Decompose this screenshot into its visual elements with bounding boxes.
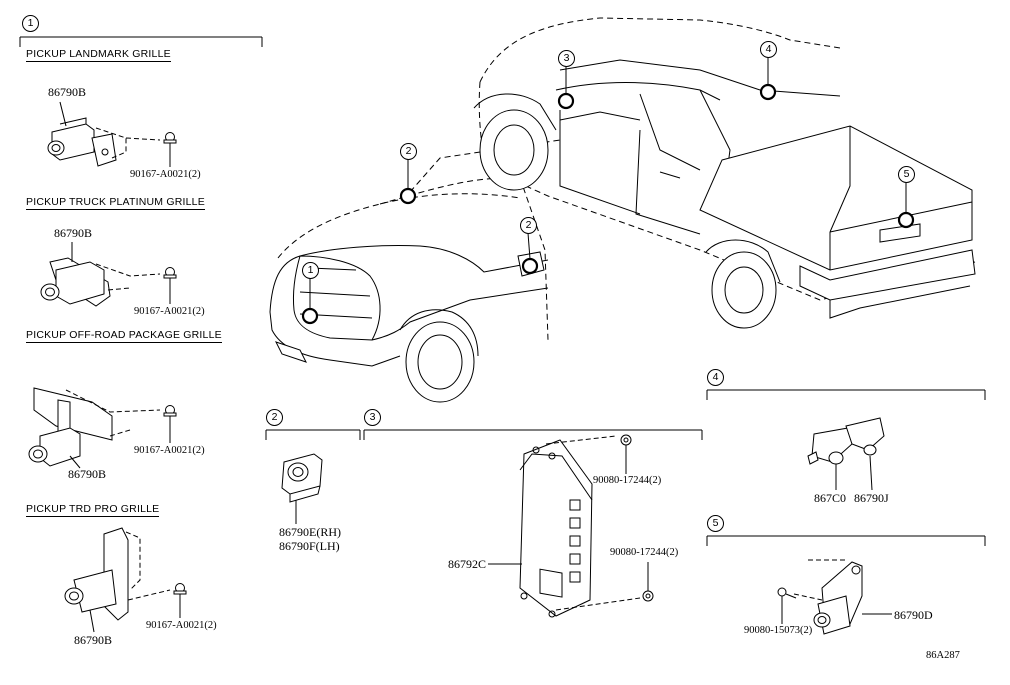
leader-rear	[793, 559, 848, 601]
section-number-1: 1	[22, 15, 39, 32]
section-5-bracket	[706, 535, 986, 546]
part-label-camera-platinum[interactable]: 86790B	[54, 226, 93, 240]
camera-platinum-drawing	[40, 242, 111, 307]
header-offroad-grille: PICKUP OFF-ROAD PACKAGE GRILLE	[26, 329, 222, 343]
leader-platinum	[95, 263, 161, 291]
bolt-landmark	[163, 132, 177, 167]
section-number-5: 5	[707, 515, 724, 532]
part-label-camera-trdpro[interactable]: 86790B	[74, 633, 113, 647]
nut-top	[620, 434, 632, 474]
rear-camera-drawing	[813, 561, 892, 635]
bolt-offroad	[163, 405, 177, 443]
part-label-bolt-offroad[interactable]: 90167-A0021(2)	[134, 445, 205, 456]
vehicle-callout-1: 1	[302, 262, 319, 279]
vehicle-callout-4: 4	[760, 41, 777, 58]
header-landmark-grille: PICKUP LANDMARK GRILLE	[26, 48, 171, 62]
vehicle-callout-5: 5	[898, 166, 915, 183]
bolt-trdpro	[173, 583, 187, 618]
header-trdpro-grille: PICKUP TRD PRO GRILLE	[26, 503, 160, 517]
part-label-nut-bottom[interactable]: 90080-17244(2)	[610, 547, 679, 558]
part-label-bolt-platinum[interactable]: 90167-A0021(2)	[134, 306, 205, 317]
part-label-camera-offroad[interactable]: 86790B	[68, 467, 107, 481]
leader-trdpro	[125, 531, 171, 601]
section-2-bracket	[265, 429, 361, 440]
bolt-platinum	[163, 267, 177, 304]
section-number-3: 3	[364, 409, 381, 426]
part-label-side-camera-rh[interactable]: 86790E(RH)	[279, 525, 341, 539]
ecu-drawing	[488, 439, 593, 618]
rear-screw	[777, 587, 797, 624]
vehicle-callout-2-mirror: 2	[520, 217, 537, 234]
part-label-nut-top[interactable]: 90080-17244(2)	[593, 475, 662, 486]
vehicle-callout-2-windshield: 2	[400, 143, 417, 160]
section-3-bracket	[363, 429, 703, 440]
vehicle-front-drawing	[269, 139, 561, 403]
interior-sensor-drawing	[807, 417, 885, 491]
section-number-2: 2	[266, 409, 283, 426]
part-label-rear-camera[interactable]: 86790D	[894, 608, 933, 622]
leader-offroad	[65, 389, 161, 437]
leader-ecu	[545, 435, 641, 611]
camera-offroad-drawing	[28, 387, 113, 469]
vehicle-callout-3: 3	[558, 50, 575, 67]
part-label-camera-landmark[interactable]: 86790B	[48, 85, 87, 99]
section-number-4: 4	[707, 369, 724, 386]
section-1-bracket	[19, 36, 263, 47]
part-label-ecu[interactable]: 86792C	[448, 557, 487, 571]
part-label-interior-a[interactable]: 867C0	[814, 491, 847, 505]
camera-trdpro-drawing	[64, 527, 129, 633]
part-label-rear-screw[interactable]: 90080-15073(2)	[744, 625, 813, 636]
diagram-code: 86A287	[926, 650, 960, 661]
side-camera-drawing	[281, 453, 323, 524]
nut-bottom	[642, 562, 654, 602]
header-platinum-grille: PICKUP TRUCK PLATINUM GRILLE	[26, 196, 205, 210]
part-label-side-camera-lh[interactable]: 86790F(LH)	[279, 539, 340, 553]
part-label-bolt-landmark[interactable]: 90167-A0021(2)	[130, 169, 201, 180]
part-label-interior-b[interactable]: 86790J	[854, 491, 889, 505]
vehicle-rear-drawing	[473, 17, 976, 329]
camera-landmark-drawing	[47, 101, 117, 167]
section-4-bracket	[706, 389, 986, 400]
leader-landmark	[95, 127, 161, 159]
part-label-bolt-trdpro[interactable]: 90167-A0021(2)	[146, 620, 217, 631]
